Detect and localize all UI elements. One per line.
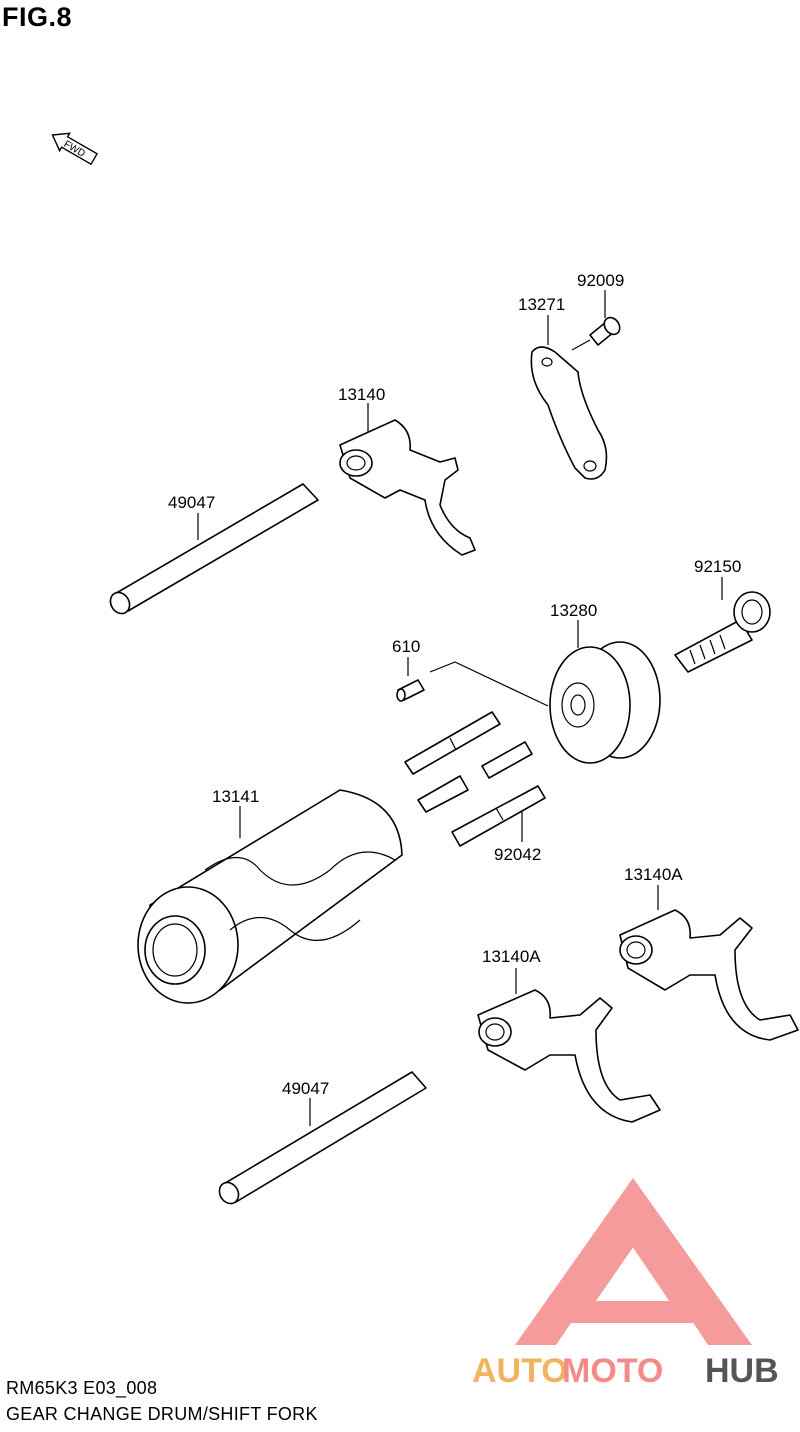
figure-title: FIG.8 bbox=[2, 2, 73, 32]
label-92042: 92042 bbox=[494, 845, 541, 864]
diagram-code: RM65K3 E03_008 bbox=[6, 1378, 158, 1398]
pins-92042: 92042 bbox=[404, 711, 546, 864]
label-13140a-right: 13140A bbox=[624, 865, 683, 884]
pin-610: 610 bbox=[392, 637, 549, 707]
diagram-name: GEAR CHANGE DRUM/SHIFT FORK bbox=[6, 1404, 318, 1424]
label-92150: 92150 bbox=[694, 557, 741, 576]
label-13271: 13271 bbox=[518, 295, 565, 314]
shaft-49047-bottom: 49047 bbox=[218, 1071, 427, 1205]
cam-13280: 13280 bbox=[549, 601, 661, 764]
svg-text:MOTO: MOTO bbox=[562, 1352, 663, 1390]
label-49047-top: 49047 bbox=[168, 493, 215, 512]
label-13140a-left: 13140A bbox=[482, 947, 541, 966]
watermark-text: AUTO MOTO HUB bbox=[472, 1352, 779, 1390]
label-13280: 13280 bbox=[550, 601, 597, 620]
drum-13141: 13141 bbox=[137, 787, 403, 1004]
label-13140: 13140 bbox=[338, 385, 385, 404]
shift-fork-13140a-left: 13140A bbox=[477, 947, 661, 1123]
shift-fork-13140a-right: 13140A bbox=[619, 865, 799, 1041]
fwd-arrow-icon: FWD bbox=[51, 132, 99, 166]
watermark-logo bbox=[515, 1178, 752, 1345]
label-610: 610 bbox=[392, 637, 420, 656]
shift-fork-13140: 13140 bbox=[338, 385, 476, 556]
plate-13271: 13271 bbox=[518, 295, 608, 480]
fwd-text: FWD bbox=[62, 139, 87, 160]
label-13141: 13141 bbox=[212, 787, 259, 806]
label-49047-bottom: 49047 bbox=[282, 1079, 329, 1098]
label-92009: 92009 bbox=[577, 271, 624, 290]
svg-text:HUB: HUB bbox=[705, 1352, 779, 1390]
svg-text:AUTO: AUTO bbox=[472, 1352, 568, 1390]
shaft-49047-top: 49047 bbox=[109, 483, 319, 615]
bolt-92150: 92150 bbox=[674, 557, 771, 673]
screw-92009: 92009 bbox=[571, 271, 624, 351]
